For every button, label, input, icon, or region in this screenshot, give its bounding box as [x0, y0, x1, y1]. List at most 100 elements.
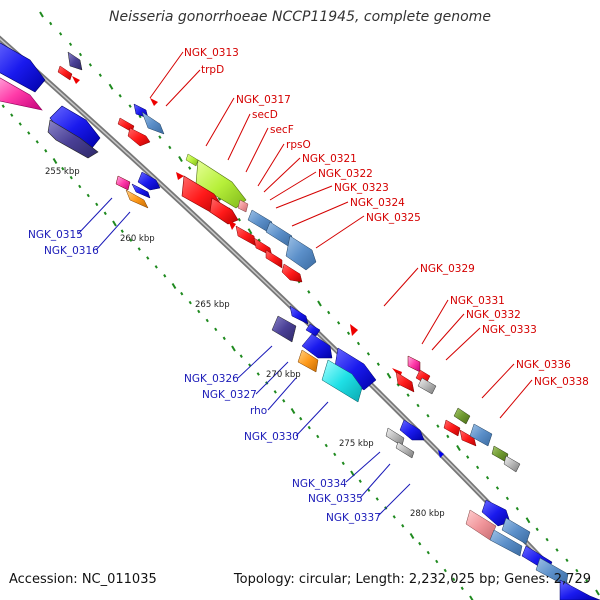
tick-mark [154, 265, 158, 269]
tick-mark [307, 290, 311, 294]
tick-mark [27, 131, 31, 135]
kbp-label: 255 kbp [45, 167, 80, 177]
tick-mark [336, 321, 341, 325]
gene-feature [443, 419, 461, 437]
gene-features [0, 42, 600, 600]
tick-mark [86, 193, 90, 198]
tick-mark [485, 475, 490, 480]
gene-labels: NGK_0313 trpD NGK_0317 secD secF rpsO NG… [28, 47, 589, 524]
gene-feature [305, 323, 321, 337]
tick-mark [505, 496, 510, 501]
tick-mark [222, 336, 226, 341]
tick-mark [418, 541, 422, 546]
gene-label: NGK_0327 [202, 389, 257, 401]
tick-mark [39, 11, 44, 18]
tick-mark [317, 300, 322, 307]
tick-mark [443, 568, 447, 573]
tick-mark [555, 548, 559, 552]
gene-feature [503, 455, 521, 473]
tick-mark [138, 114, 142, 119]
gene-feature [228, 220, 236, 230]
gene-feature [0, 42, 46, 93]
tick-mark [375, 497, 379, 501]
gene-label: NGK_0313 [184, 47, 239, 59]
kbp-label: 260 kbp [120, 234, 155, 244]
leader-lines [77, 51, 533, 517]
gene-label: NGK_0332 [466, 309, 521, 321]
gene-feature [350, 324, 358, 336]
tick-mark [273, 390, 277, 394]
gene-feature [265, 221, 293, 247]
tick-mark [495, 486, 500, 490]
gene-label: trpD [201, 64, 224, 76]
tick-mark [95, 202, 99, 207]
tick-mark [466, 455, 470, 459]
tick-mark [171, 282, 177, 290]
tick-mark [49, 21, 53, 26]
gene-label: NGK_0338 [534, 376, 589, 388]
tick-mark [163, 274, 167, 278]
gene-label: NGK_0325 [366, 212, 421, 224]
tick-mark [256, 372, 260, 376]
gene-feature [0, 77, 43, 111]
tick-mark [409, 532, 415, 540]
gene-label: rpsO [286, 139, 311, 151]
gene-label: NGK_0331 [450, 295, 505, 307]
tick-mark [401, 524, 405, 528]
tick-mark [456, 444, 461, 452]
tick-mark [585, 579, 589, 583]
gene-label: NGK_0323 [334, 182, 389, 194]
kbp-label: 280 kbp [410, 509, 445, 519]
tick-mark [469, 595, 474, 600]
tick-mark [88, 63, 93, 67]
gene-label: NGK_0321 [302, 153, 357, 165]
kbp-label: 270 kbp [266, 370, 301, 380]
tick-mark [535, 527, 539, 532]
tick-mark [366, 352, 371, 356]
tick-mark [137, 247, 141, 251]
gene-label: NGK_0316 [44, 245, 99, 257]
tick-mark [128, 104, 132, 108]
kbp-label: 275 kbp [339, 439, 374, 449]
gene-feature [399, 419, 425, 441]
tick-mark [118, 94, 122, 98]
tick-mark [103, 211, 107, 216]
tick-mark [78, 52, 83, 57]
gene-feature [395, 441, 415, 459]
tick-marks [1, 11, 600, 600]
gene-label: secD [252, 109, 278, 121]
tick-mark [239, 354, 243, 358]
tick-mark [214, 327, 218, 332]
gene-label: NGK_0326 [184, 373, 239, 385]
gene-feature [67, 51, 83, 71]
tick-mark [61, 166, 65, 171]
gene-feature [137, 171, 161, 191]
tick-mark [416, 403, 420, 408]
gene-feature [395, 371, 415, 393]
tick-mark [307, 425, 311, 430]
tick-mark [446, 434, 450, 439]
gene-feature [285, 235, 317, 271]
gene-feature [559, 579, 600, 600]
tick-mark [452, 577, 456, 582]
tick-mark [386, 372, 392, 379]
tick-mark [290, 407, 296, 415]
tick-mark [188, 300, 192, 305]
tick-mark [426, 550, 430, 555]
gene-label: NGK_0317 [236, 94, 291, 106]
gene-feature [57, 65, 73, 81]
gene-feature [237, 199, 249, 213]
tick-mark [98, 73, 102, 77]
tick-mark [237, 217, 241, 222]
gene-feature [301, 333, 333, 359]
tick-mark [52, 157, 58, 165]
gene-label: NGK_0329 [420, 263, 475, 275]
tick-mark [515, 506, 519, 511]
tick-mark [58, 32, 63, 36]
tick-mark [595, 589, 600, 596]
tick-mark [565, 558, 569, 563]
tick-mark [146, 256, 150, 260]
gene-feature [459, 429, 477, 447]
tick-mark [475, 465, 480, 470]
tick-mark [120, 229, 124, 233]
